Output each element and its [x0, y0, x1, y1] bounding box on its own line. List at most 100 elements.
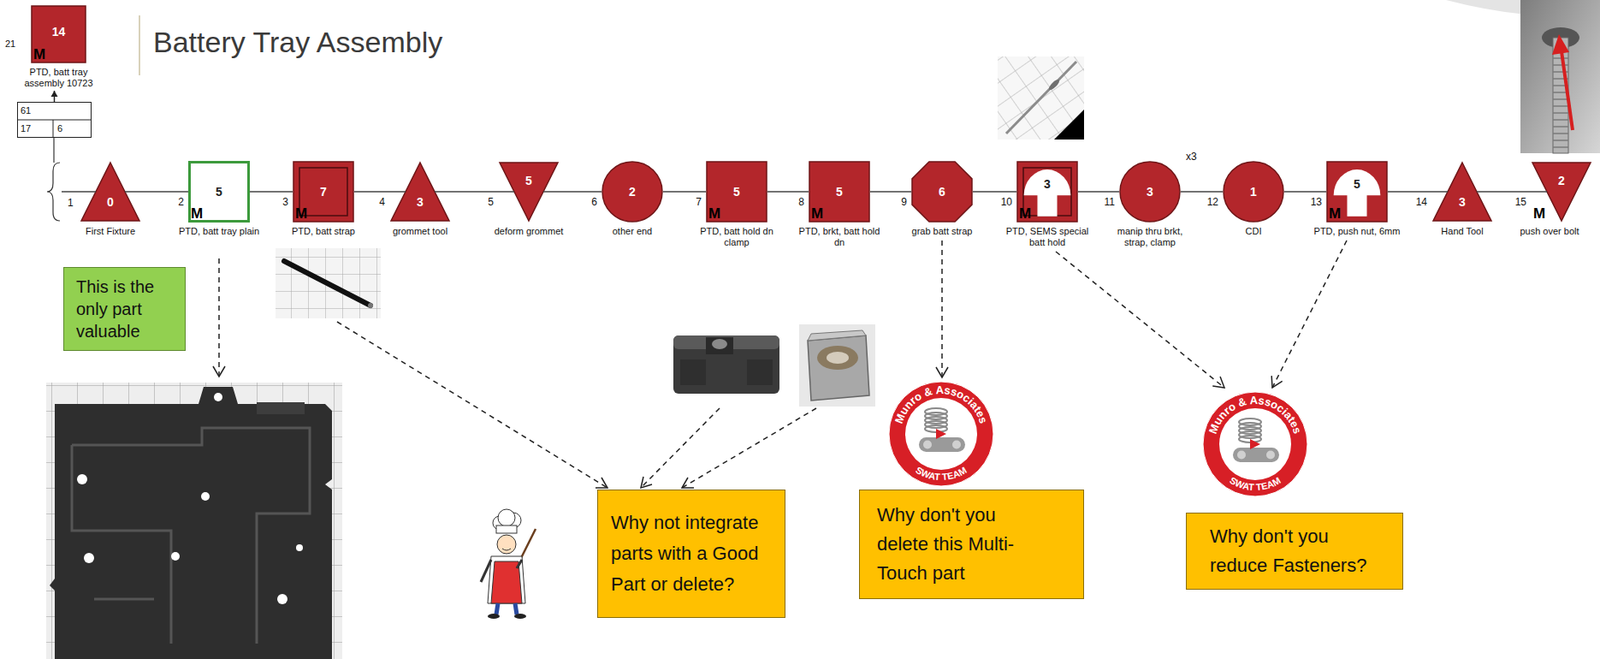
manual-mark: M — [1328, 206, 1341, 222]
count-number: 6 — [911, 183, 973, 200]
callout-box: Why don't you reduce Fasteners? — [1185, 512, 1404, 590]
logo-arrow — [1250, 438, 1261, 450]
logo-ring — [888, 381, 994, 486]
step-number: 2 — [177, 195, 184, 208]
tool-triangle: 3grommet tool — [389, 160, 451, 223]
connector-line — [1180, 190, 1223, 193]
step-label: grab batt strap — [896, 225, 988, 238]
step-number: 6 — [591, 195, 598, 208]
step-number: 3 — [282, 195, 289, 208]
tool-triangle: 0First Fixture — [79, 160, 142, 223]
operation-circle: 2other end — [601, 160, 664, 223]
logo-text: SWAT TEAM — [913, 464, 969, 482]
count-number: 3 — [389, 194, 451, 210]
fastener-square: 5MPTD, push nut, 6mm — [1326, 160, 1388, 223]
count-number: 7 — [292, 183, 355, 200]
callout-box: Why don't you delete this Multi-Touch pa… — [859, 489, 1085, 599]
logo-text-path: Munro & Associates — [1206, 393, 1304, 436]
connector-line — [972, 190, 1017, 193]
connector — [767, 191, 809, 193]
connector-line — [559, 190, 602, 193]
step-number: 11 — [1104, 195, 1115, 208]
step-number: 12 — [1207, 195, 1219, 208]
count-table: 61 17 6 — [17, 101, 92, 138]
count-value: 61 — [20, 104, 31, 117]
bolt-photo — [1520, 0, 1600, 154]
logo-wheel — [952, 440, 961, 450]
connector — [1284, 191, 1327, 193]
step-number: 5 — [487, 195, 494, 208]
callout-number: 21 — [5, 37, 16, 50]
clamp-photo — [668, 324, 784, 407]
connector — [1180, 191, 1223, 193]
process-square: 5MPTD, batt hold dn clamp — [705, 160, 768, 223]
bracket-photo — [799, 324, 876, 407]
flow-line — [61, 190, 80, 193]
part-square: 7MPTD, batt strap — [292, 160, 355, 223]
connector-line — [1055, 251, 1225, 388]
manual-mark: M — [33, 47, 46, 63]
connector-line — [1272, 240, 1347, 388]
logo-text-path: SWAT TEAM — [1227, 474, 1283, 492]
operation-triangle: 2Mpush over bolt — [1530, 160, 1593, 223]
callout-group: Munro & AssociatesSWAT TEAM Why don't you… — [1185, 391, 1404, 590]
step-label: PTD, batt hold dn clamp — [691, 225, 783, 249]
node-shape — [79, 160, 142, 223]
callout-box: Why not integrate parts with a Good Part… — [597, 489, 786, 618]
step-number: 4 — [379, 195, 386, 208]
step-label: CDI — [1208, 225, 1299, 238]
count-value: 17 — [20, 122, 31, 135]
callout-text: Why not integrate parts with a Good Part… — [610, 507, 772, 600]
connector-line — [450, 190, 498, 193]
arrow-head — [1271, 375, 1282, 388]
step-label: PTD, brkt, batt hold dn — [794, 225, 885, 249]
callout-text: Why don't you delete this Multi-Touch pa… — [877, 500, 1038, 588]
connector — [972, 191, 1017, 193]
connector — [1055, 251, 1225, 388]
step-label: PTD, push nut, 6mm — [1311, 225, 1403, 238]
arrow-head — [936, 367, 949, 378]
logo-wheel — [923, 440, 932, 450]
connector-line — [1493, 190, 1531, 193]
logo-text-path: SWAT TEAM — [913, 464, 969, 482]
connector — [450, 191, 498, 193]
callout-number: 1 — [67, 196, 74, 209]
step-label: PTD, batt strap — [278, 225, 369, 238]
multi-touch-octagon: 6grab batt strap — [911, 160, 973, 223]
step-label: First Fixture — [65, 225, 156, 238]
connector-line — [1387, 190, 1432, 193]
connector — [870, 191, 912, 193]
fastener-square: 3MPTD, SEMS special batt hold — [1016, 160, 1079, 223]
operation-triangle: 5deform grommet — [497, 160, 560, 223]
callout-text: Why don't you reduce Fasteners? — [1209, 521, 1380, 581]
count-number: 5 — [705, 183, 768, 200]
note-box: This is the only part valuable — [63, 266, 186, 351]
count-number: 2 — [1530, 172, 1593, 189]
tray-photo — [46, 382, 343, 659]
manual-mark: M — [1019, 206, 1032, 222]
manual-mark: M — [295, 206, 308, 222]
count-value: 6 — [57, 122, 63, 135]
step-label: push over bolt — [1504, 225, 1595, 238]
count-number: 5 — [497, 172, 560, 189]
process-square: 5MPTD, brkt, batt hold dn — [808, 160, 871, 223]
count-number: 3 — [1431, 194, 1494, 210]
logo-wheel — [1237, 450, 1246, 460]
connector — [936, 240, 949, 378]
logo-center — [1219, 408, 1292, 480]
manual-mark: M — [1533, 206, 1546, 222]
step-number: 14 — [1416, 195, 1428, 208]
operation-circle: 1CDI — [1222, 160, 1285, 223]
arrow-head — [1212, 376, 1225, 388]
step-number: 7 — [695, 195, 702, 208]
logo-text-path: Munro & Associates — [892, 383, 990, 426]
step-number: 9 — [900, 195, 907, 208]
connector-line — [1078, 190, 1120, 193]
logo-text: Munro & Associates — [892, 383, 990, 426]
tool-triangle: 3Hand Tool — [1431, 160, 1494, 223]
step-label: grommet tool — [374, 225, 466, 238]
step-number: 15 — [1515, 195, 1527, 208]
connector-line — [767, 190, 809, 193]
connector-line — [1284, 190, 1327, 193]
count-number: 2 — [601, 183, 664, 200]
